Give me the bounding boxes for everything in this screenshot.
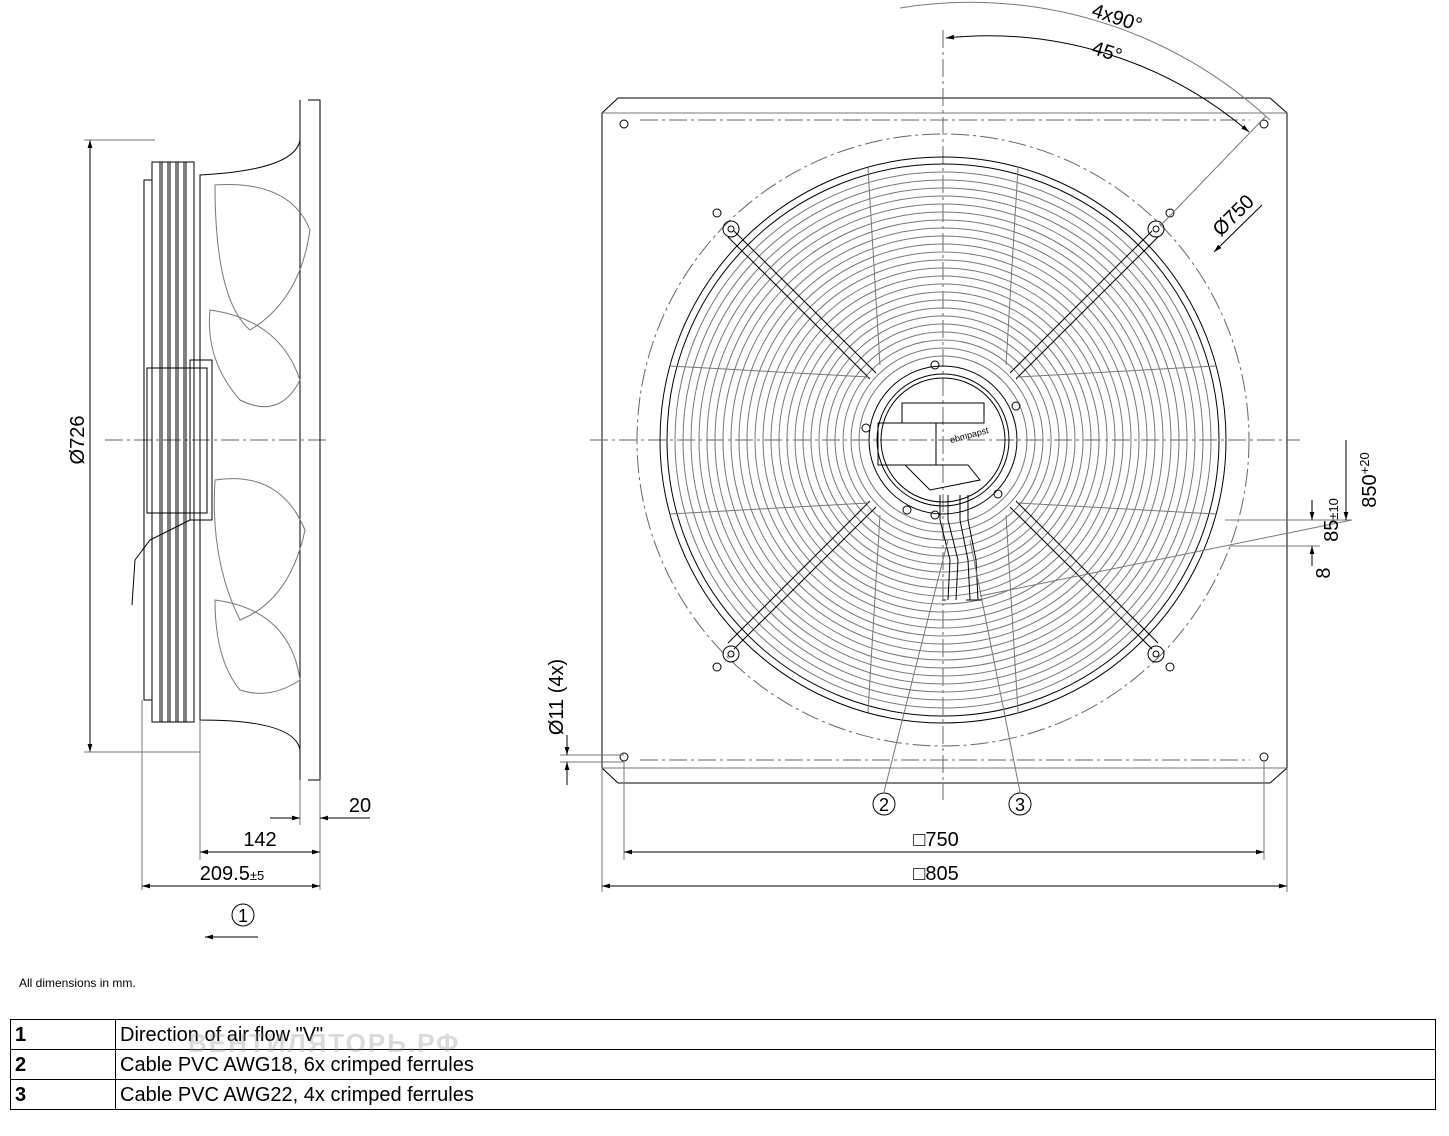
dim-hole: Ø11 (4x) xyxy=(546,659,568,735)
dim-85: 85±10 xyxy=(1321,498,1343,542)
legend-row: 2 Cable PVC AWG18, 6x crimped ferrules xyxy=(10,1049,1436,1080)
grill-struts xyxy=(669,167,1217,713)
callout-1-circle xyxy=(231,903,255,927)
plate-hole-circle xyxy=(636,133,1250,747)
callout-2-circle xyxy=(872,792,896,816)
guard-grill xyxy=(674,171,1212,709)
legend-num: 3 xyxy=(10,1079,116,1110)
side-view: Ø726 20 142 209.5±5 1 xyxy=(67,99,371,940)
callout-3: 3 xyxy=(1015,795,1025,815)
dim-209: 209.5±5 xyxy=(200,863,264,885)
front-cables xyxy=(939,495,982,601)
front-view: ebmpapst 2 3 □750 □805 xyxy=(546,0,1381,892)
legend-row: 3 Cable PVC AWG22, 4x crimped ferrules xyxy=(10,1079,1436,1110)
dim-726: Ø726 xyxy=(67,416,89,465)
motor-fins xyxy=(143,161,195,723)
terminal-box xyxy=(877,422,937,466)
watermark: ВЕНТИЛЯТОРЬ.РФ xyxy=(188,1028,461,1058)
legend-table: 1 Direction of air flow "V" 2 Cable PVC … xyxy=(10,1019,1436,1110)
dim-45: 45° xyxy=(1089,37,1125,67)
legend-text: Cable PVC AWG22, 4x crimped ferrules xyxy=(115,1079,1436,1110)
dim-sq805: □805 xyxy=(913,863,958,885)
plate-holes xyxy=(619,119,1269,762)
legend-num: 1 xyxy=(10,1019,116,1050)
legend-text: Direction of air flow "V" xyxy=(115,1019,1436,1050)
callout-3-circle xyxy=(1008,792,1032,816)
dim-850: 850+20 xyxy=(1357,452,1381,507)
side-cable xyxy=(131,519,191,606)
dim-142: 142 xyxy=(243,829,276,851)
dim-4x90: 4x90° xyxy=(1089,0,1145,37)
units-note: All dimensions in mm. xyxy=(19,976,136,990)
callout-2: 2 xyxy=(879,795,889,815)
legend-num: 2 xyxy=(10,1049,116,1080)
inlet-ring-circle xyxy=(659,156,1227,724)
motor-hub xyxy=(868,365,1018,515)
inlet-ring xyxy=(199,110,301,780)
dim-sq750: □750 xyxy=(913,829,958,851)
impeller-blade xyxy=(214,184,311,331)
technical-drawing: Ø726 20 142 209.5±5 1 xyxy=(67,0,1381,940)
dim-20: 20 xyxy=(349,795,371,817)
dim-8: 8 xyxy=(1313,567,1335,578)
label-plate-text: ebmpapst xyxy=(949,425,990,445)
rating-label xyxy=(901,402,985,424)
motor-body xyxy=(146,367,208,514)
guard-bolts xyxy=(722,220,1165,663)
legend-text: Cable PVC AWG18, 6x crimped ferrules xyxy=(115,1049,1436,1080)
callout-1: 1 xyxy=(238,906,248,926)
